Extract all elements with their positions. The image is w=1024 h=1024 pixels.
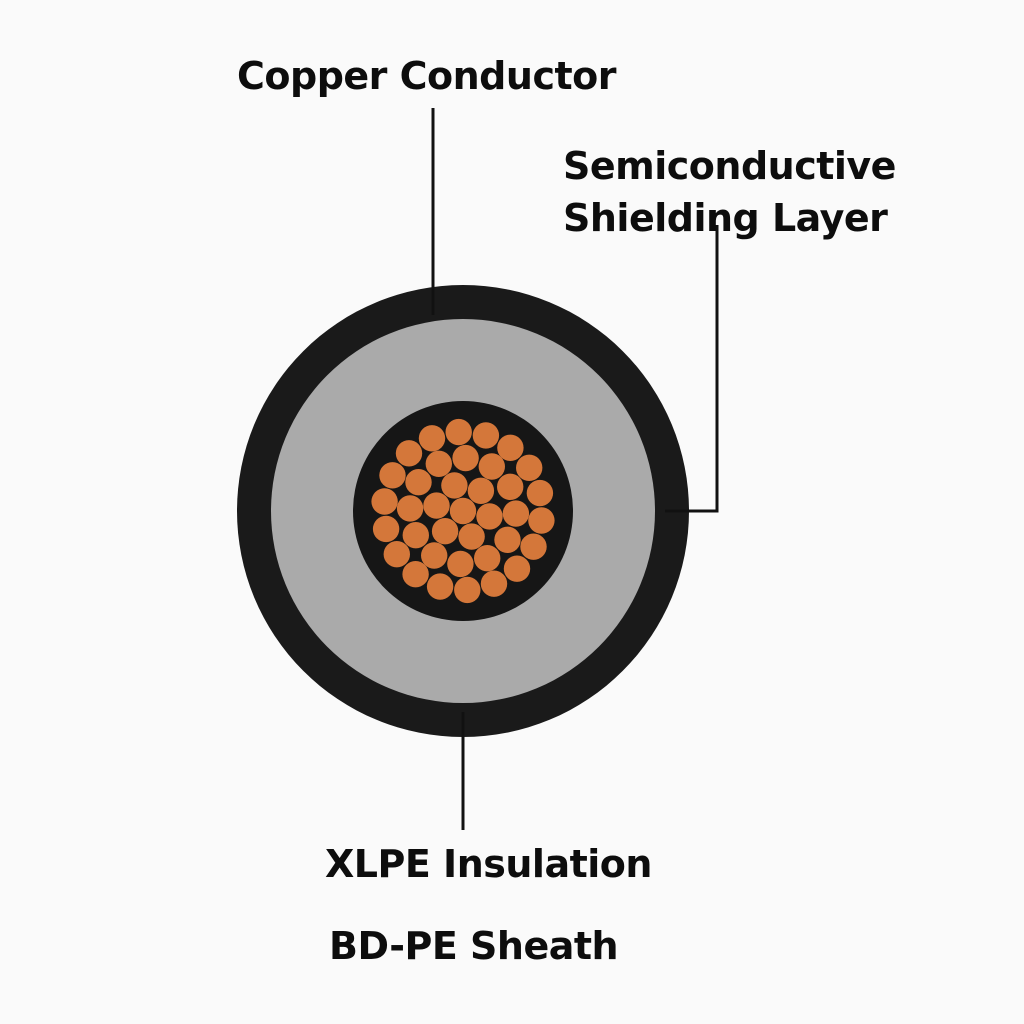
copper-strand (497, 434, 524, 461)
copper-strand (528, 507, 555, 534)
copper-strand (467, 477, 495, 504)
copper-strand (520, 533, 547, 560)
copper-strand (516, 454, 543, 481)
copper-strand (445, 418, 472, 446)
copper-strand (449, 497, 477, 525)
copper-strand (405, 469, 432, 496)
copper-strand (476, 503, 503, 530)
copper-strand (478, 453, 505, 480)
copper-strand (396, 495, 424, 522)
copper-strand (526, 479, 554, 507)
leader-line-semiconductive (665, 225, 719, 513)
copper-strand (402, 522, 429, 549)
copper-strand (379, 462, 406, 489)
copper-strand (383, 541, 410, 568)
copper-strand (425, 450, 452, 477)
copper-strand (423, 492, 450, 519)
copper-strand (452, 444, 479, 472)
copper-strand (447, 550, 474, 578)
copper-strand (426, 573, 454, 600)
copper-strand (503, 555, 531, 582)
copper-strand (458, 523, 485, 550)
xlpe-insulation-label: XLPE Insulation (325, 842, 652, 886)
copper-strand (418, 425, 446, 452)
copper-strand (402, 561, 429, 588)
copper-strand (502, 500, 530, 527)
copper-strand (472, 422, 500, 449)
semiconductive-label-line2: Shielding Layer (563, 196, 888, 240)
copper-strand (441, 472, 468, 499)
copper-strand (371, 488, 398, 515)
semiconductive-shielding-label: Semiconductive Shielding Layer (563, 140, 896, 244)
copper-strands (371, 418, 555, 604)
copper-strand (395, 440, 423, 467)
copper-strand (480, 570, 508, 597)
copper-conductor-label: Copper Conductor (237, 54, 616, 98)
copper-strand (474, 545, 501, 572)
copper-strand (497, 473, 524, 500)
copper-strand (431, 518, 459, 545)
copper-strand (372, 515, 400, 543)
bdpe-sheath-label: BD-PE Sheath (329, 924, 619, 968)
copper-strand (494, 526, 521, 553)
copper-strand (421, 542, 448, 569)
semiconductive-label-line1: Semiconductive (563, 144, 896, 188)
copper-strand (454, 576, 481, 604)
